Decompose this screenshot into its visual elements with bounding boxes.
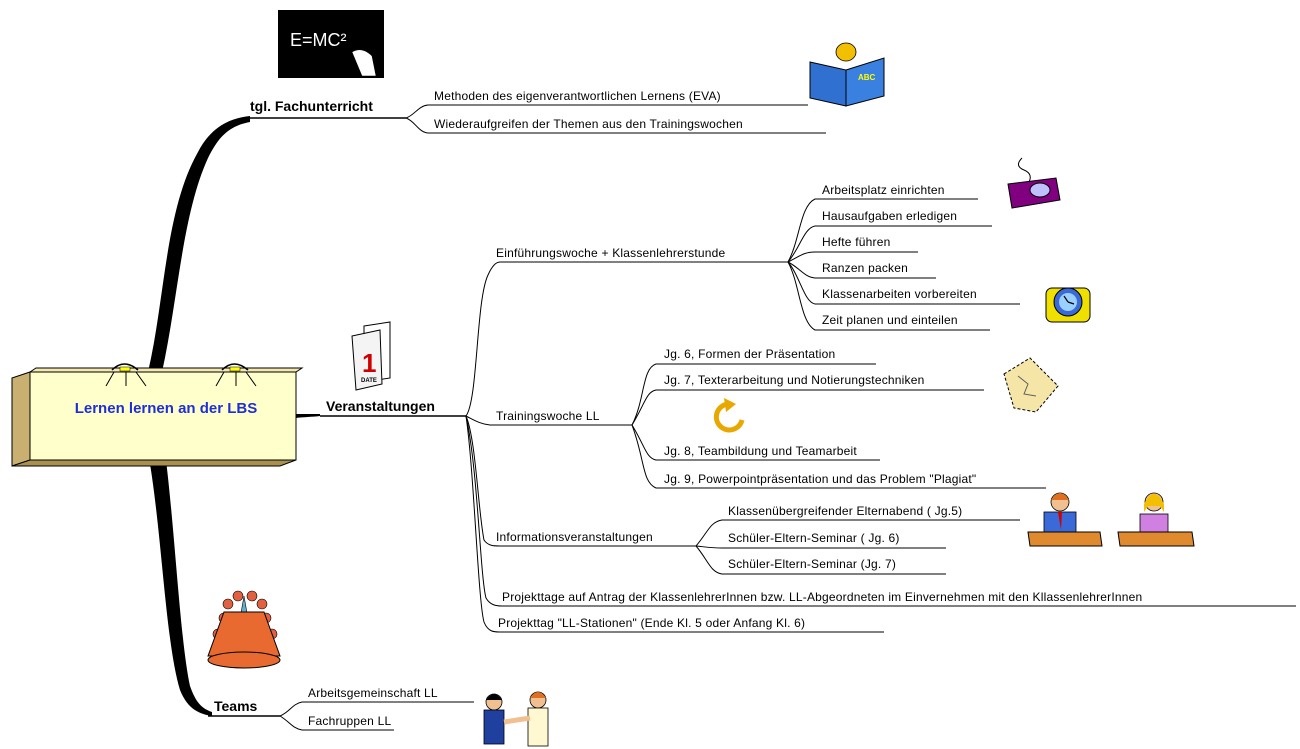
topic-einfuehrung-1[interactable]: Arbeitsplatz einrichten	[822, 183, 945, 197]
blackboard-icon: E=MC²	[278, 10, 384, 78]
training-connectors	[631, 363, 1046, 489]
circular-arrow-icon	[713, 398, 745, 433]
topic-training-1[interactable]: Jg. 6, Formen der Präsentation	[664, 347, 836, 361]
topic-information-1[interactable]: Klassenübergreifender Elternabend ( Jg.5…	[728, 504, 963, 518]
topic-einfuehrungswoche[interactable]: Einführungswoche + Klassenlehrerstunde	[496, 246, 726, 260]
svg-text:1: 1	[362, 348, 376, 378]
topic-informationsveranstaltungen[interactable]: Informationsveranstaltungen	[496, 530, 653, 544]
topic-projekttag[interactable]: Projekttag "LL-Stationen" (Ende Kl. 5 od…	[498, 616, 806, 630]
veranstaltungen-connectors	[465, 261, 1296, 633]
svg-text:E=MC²: E=MC²	[290, 30, 347, 50]
topic-training-3[interactable]: Jg. 8, Teambildung und Teamarbeit	[664, 444, 857, 458]
central-topic-title[interactable]: Lernen lernen an der LBS	[74, 400, 258, 417]
topic-projekttage[interactable]: Projekttage auf Antrag der Klassenlehrer…	[502, 590, 1143, 604]
information-connectors	[695, 519, 1020, 575]
teacher-woman-icon	[1117, 492, 1195, 547]
topic-information-2[interactable]: Schüler-Eltern-Seminar ( Jg. 6)	[728, 531, 900, 545]
topic-einfuehrung-2[interactable]: Hausaufgaben erledigen	[822, 209, 958, 223]
lamp-icon	[105, 363, 147, 387]
topic-einfuehrung-3[interactable]: Hefte führen	[822, 235, 891, 249]
handshake-icon	[483, 691, 549, 747]
svg-text:ABC: ABC	[858, 73, 876, 82]
book-reader-icon: ABC	[809, 42, 885, 107]
svg-text:DATE: DATE	[361, 378, 377, 384]
calendar-icon: 1 DATE	[351, 321, 391, 391]
branch-fachunterricht	[148, 116, 250, 372]
fachunterricht-connectors	[405, 104, 826, 134]
branch-label-veranstaltungen[interactable]: Veranstaltungen	[326, 398, 435, 414]
teacher-man-icon	[1027, 492, 1103, 547]
branch-label-fachunterricht[interactable]: tgl. Fachunterricht	[250, 98, 373, 114]
topic-fachunterricht-2[interactable]: Wiederaufgreifen der Themen aus den Trai…	[434, 117, 743, 131]
lamp-icon	[215, 363, 257, 387]
topic-training-2[interactable]: Jg. 7, Texterarbeitung und Notierungstec…	[664, 373, 925, 387]
mouse-pad-icon	[1007, 157, 1061, 209]
map-icon	[1003, 357, 1059, 413]
branch-label-teams[interactable]: Teams	[214, 698, 258, 714]
clock-icon	[1045, 287, 1091, 323]
topic-information-3[interactable]: Schüler-Eltern-Seminar (Jg. 7)	[728, 557, 897, 571]
einfuehrung-connectors	[787, 198, 1020, 331]
topic-training-4[interactable]: Jg. 9, Powerpointpräsentation und das Pr…	[664, 472, 977, 486]
topic-trainingswoche[interactable]: Trainingswoche LL	[496, 409, 600, 423]
topic-fachunterricht-1[interactable]: Methoden des eigenverantwortlichen Lerne…	[434, 89, 721, 103]
branch-teams	[148, 452, 212, 716]
topic-einfuehrung-4[interactable]: Ranzen packen	[822, 261, 908, 275]
branch-veranstaltungen	[296, 414, 320, 418]
teams-connectors	[279, 701, 474, 731]
conference-table-icon	[207, 590, 281, 669]
topic-teams-1[interactable]: Arbeitsgemeinschaft LL	[308, 686, 438, 700]
topic-teams-2[interactable]: Fachruppen LL	[308, 714, 392, 728]
central-topic-box	[11, 367, 304, 467]
topic-einfuehrung-6[interactable]: Zeit planen und einteilen	[822, 313, 958, 327]
topic-einfuehrung-5[interactable]: Klassenarbeiten vorbereiten	[822, 287, 977, 301]
